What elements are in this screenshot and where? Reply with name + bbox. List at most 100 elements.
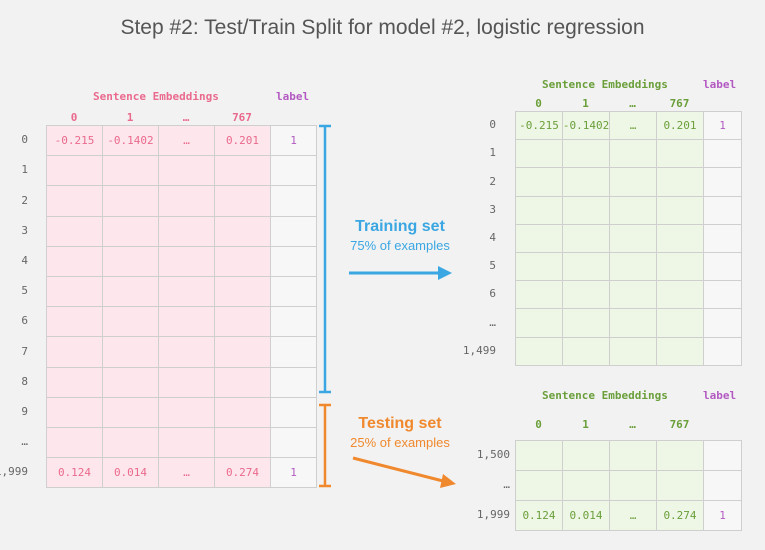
table-cell xyxy=(102,396,159,428)
table-cell xyxy=(609,470,657,501)
label-cell xyxy=(270,185,317,217)
table-cell xyxy=(609,440,657,471)
table-cell: 0.014 xyxy=(562,500,610,531)
table-cell xyxy=(46,215,103,247)
training-set-subtitle: 75% of examples xyxy=(350,238,450,253)
table-cell xyxy=(515,139,563,169)
table-cell: 0.201 xyxy=(214,125,271,157)
table-cell xyxy=(46,306,103,338)
row-index: 6 xyxy=(489,287,496,301)
table-cell xyxy=(214,396,271,428)
table-cell: 0.124 xyxy=(46,457,103,489)
row-index: … xyxy=(489,315,496,329)
table-cell xyxy=(656,223,704,253)
row-index: 3 xyxy=(489,202,496,216)
table-cell: … xyxy=(609,111,657,141)
table-cell xyxy=(158,306,215,338)
table-cell: 0.274 xyxy=(656,500,704,531)
label-cell xyxy=(703,139,742,169)
table-cell xyxy=(158,336,215,368)
label-cell xyxy=(270,276,317,308)
table-cell xyxy=(562,470,610,501)
table-cell xyxy=(46,336,103,368)
testing-arrow xyxy=(352,456,456,488)
table-cell xyxy=(158,276,215,308)
table-cell xyxy=(515,308,563,338)
row-index: 9 xyxy=(21,404,28,418)
table-cell xyxy=(515,280,563,310)
row-index: 6 xyxy=(21,314,28,328)
table-cell xyxy=(214,245,271,277)
table-cell: 0.124 xyxy=(515,500,563,531)
table-cell: 0.274 xyxy=(214,457,271,489)
table-cell xyxy=(515,167,563,197)
table-cell xyxy=(102,306,159,338)
label-cell xyxy=(270,245,317,277)
label-cell xyxy=(703,308,742,338)
table-cell xyxy=(46,155,103,187)
table-cell xyxy=(46,276,103,308)
table-cell xyxy=(214,215,271,247)
label-cell xyxy=(703,440,742,471)
table-cell xyxy=(102,185,159,217)
label-cell xyxy=(703,336,742,366)
row-index: 1,999 xyxy=(476,508,510,521)
column-header: 1 xyxy=(582,418,589,431)
column-header: … xyxy=(182,111,190,124)
row-index: 1,999 xyxy=(0,465,28,479)
row-index: 5 xyxy=(489,259,496,273)
row-index: 5 xyxy=(21,284,28,298)
table-cell xyxy=(102,276,159,308)
table-cell xyxy=(46,366,103,398)
column-header: 0 xyxy=(70,111,78,124)
table-cell xyxy=(102,155,159,187)
label-cell xyxy=(270,155,317,187)
label-cell: 1 xyxy=(703,111,742,141)
row-index: 4 xyxy=(21,253,28,267)
label-cell xyxy=(703,167,742,197)
testing-set-title: Testing set xyxy=(358,415,442,432)
row-index: 1,499 xyxy=(462,343,496,357)
table-cell xyxy=(214,427,271,459)
page-title: Step #2: Test/Train Split for model #2, … xyxy=(120,16,645,39)
row-index: 0 xyxy=(21,133,28,147)
testing-label-header: label xyxy=(703,389,737,402)
table-cell xyxy=(609,139,657,169)
table-cell xyxy=(656,167,704,197)
table-cell xyxy=(656,252,704,282)
table-cell xyxy=(562,440,610,471)
table-cell: … xyxy=(158,457,215,489)
table-cell xyxy=(515,470,563,501)
label-cell: 1 xyxy=(270,457,317,489)
table-cell: … xyxy=(609,500,657,531)
label-cell xyxy=(270,396,317,428)
table-cell xyxy=(562,308,610,338)
table-cell xyxy=(46,245,103,277)
table-cell: … xyxy=(158,125,215,157)
table-cell xyxy=(515,252,563,282)
label-cell xyxy=(270,336,317,368)
row-index: 4 xyxy=(489,230,496,244)
table-cell xyxy=(656,195,704,225)
source-label-header: label xyxy=(276,90,310,103)
table-cell xyxy=(102,215,159,247)
source-header: Sentence Embeddings xyxy=(93,90,219,103)
table-cell xyxy=(656,336,704,366)
label-cell xyxy=(270,366,317,398)
table-cell xyxy=(562,167,610,197)
label-cell xyxy=(703,195,742,225)
table-cell xyxy=(562,139,610,169)
table-cell: -0.215 xyxy=(515,111,563,141)
table-cell xyxy=(46,396,103,428)
row-index: 7 xyxy=(21,344,28,358)
row-index: 3 xyxy=(21,223,28,237)
row-index: 1,500 xyxy=(476,448,510,461)
label-cell xyxy=(703,252,742,282)
label-cell xyxy=(270,427,317,459)
testing-header: Sentence Embeddings xyxy=(542,389,668,402)
row-index: 1 xyxy=(21,163,28,177)
table-cell xyxy=(214,336,271,368)
row-index: 8 xyxy=(21,374,28,388)
row-index: 1 xyxy=(489,146,496,160)
table-cell: 0.014 xyxy=(102,457,159,489)
